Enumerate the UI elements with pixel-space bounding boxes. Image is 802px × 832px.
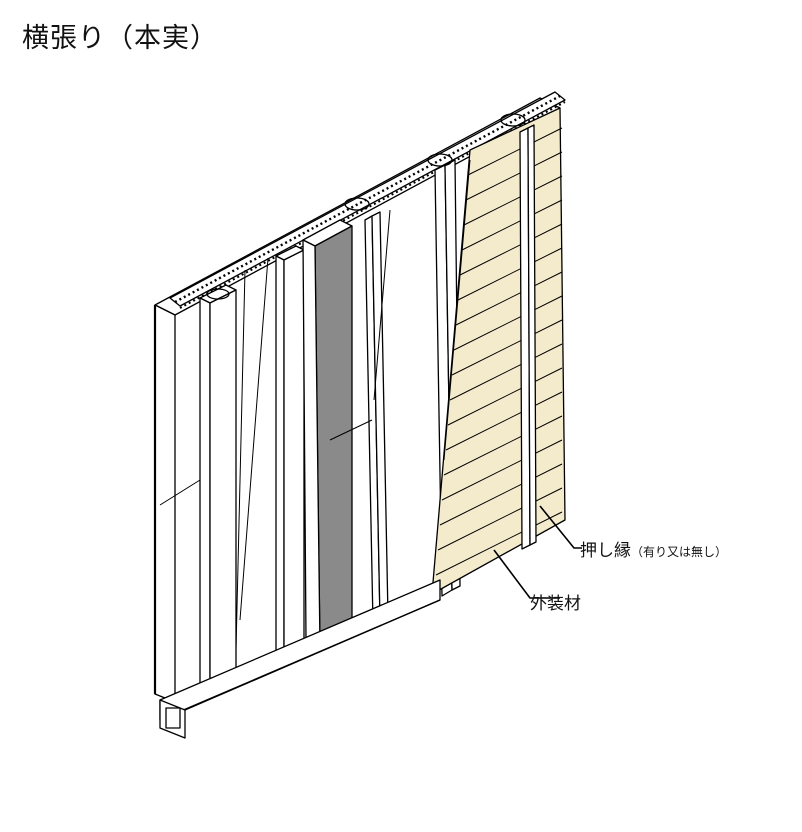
membrane-folds — [159, 159, 471, 651]
top-rail — [169, 91, 566, 309]
label-exterior-material: 外装材 — [530, 594, 581, 614]
stud-second — [275, 245, 305, 661]
page-title: 横張り（本実） — [22, 23, 218, 54]
pressing-strip — [500, 113, 537, 550]
label-pressing-strip-note: （有り又は無し） — [631, 545, 728, 559]
label-pressing-strip-main: 押し縁 — [580, 541, 631, 561]
bottom-rail — [159, 579, 441, 739]
siding-board-lines — [435, 127, 563, 576]
label-pressing-strip: 押し縁（有り又は無し） — [580, 536, 727, 561]
furring-grey — [302, 197, 370, 649]
stud-left — [199, 284, 237, 691]
leader-lines — [493, 505, 582, 599]
